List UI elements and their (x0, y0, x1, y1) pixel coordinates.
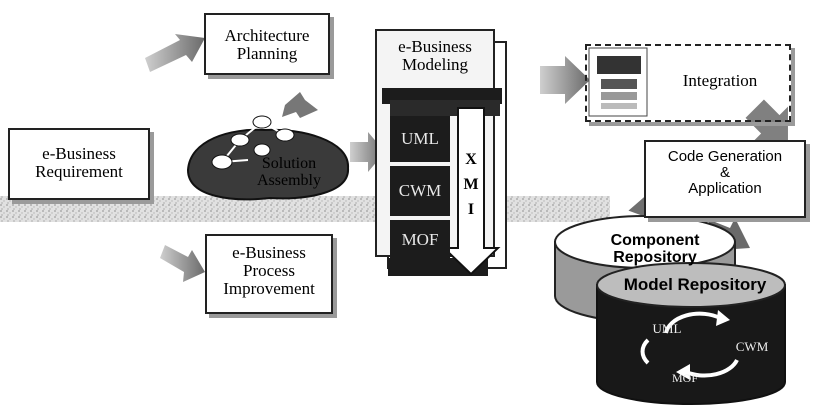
layer-mof: MOF (390, 220, 450, 260)
xmi-m: M (461, 177, 481, 194)
arrow-architecture-to-solution (282, 92, 318, 118)
process-line3: Improvement (205, 280, 333, 298)
arrow-to-architecture (145, 34, 205, 72)
layer-cwm: CWM (390, 166, 450, 216)
solution-line2: Assembly (244, 173, 334, 190)
model-repo-mof: MOF (660, 372, 710, 385)
model-repo-uml: UML (642, 322, 692, 336)
solution-label: Solution Assembly (244, 156, 334, 190)
codegen-line2: & (644, 165, 806, 181)
arrow-to-process (160, 245, 205, 282)
architecture-line1: Architecture (204, 27, 330, 45)
codegen-line1: Code Generation (644, 149, 806, 165)
modeling-line2: Modeling (380, 56, 490, 74)
component-repo-line1: Component (585, 233, 725, 250)
layer-uml: UML (390, 116, 450, 162)
architecture-line2: Planning (204, 45, 330, 63)
model-repo-cwm: CWM (727, 340, 777, 354)
requirement-line2: Requirement (8, 163, 150, 181)
xmi-x: X (461, 152, 481, 169)
xmi-i: I (461, 202, 481, 219)
component-repo-label: Component Repository (585, 233, 725, 267)
solution-line1: Solution (244, 156, 334, 173)
process-line1: e-Business (205, 244, 333, 262)
requirement-label: e-Business Requirement (8, 145, 150, 181)
codegen-line3: Application (644, 181, 806, 197)
requirement-line1: e-Business (8, 145, 150, 163)
modeling-title: e-Business Modeling (380, 38, 490, 74)
process-label: e-Business Process Improvement (205, 244, 333, 298)
architecture-label: Architecture Planning (204, 27, 330, 63)
codegen-label: Code Generation & Application (644, 149, 806, 196)
integration-label: Integration (660, 72, 780, 90)
arrow-to-integration (540, 56, 590, 104)
model-repo-title: Model Repository (610, 276, 780, 294)
process-line2: Process (205, 262, 333, 280)
component-repo-line2: Repository (585, 250, 725, 267)
modeling-line1: e-Business (380, 38, 490, 56)
